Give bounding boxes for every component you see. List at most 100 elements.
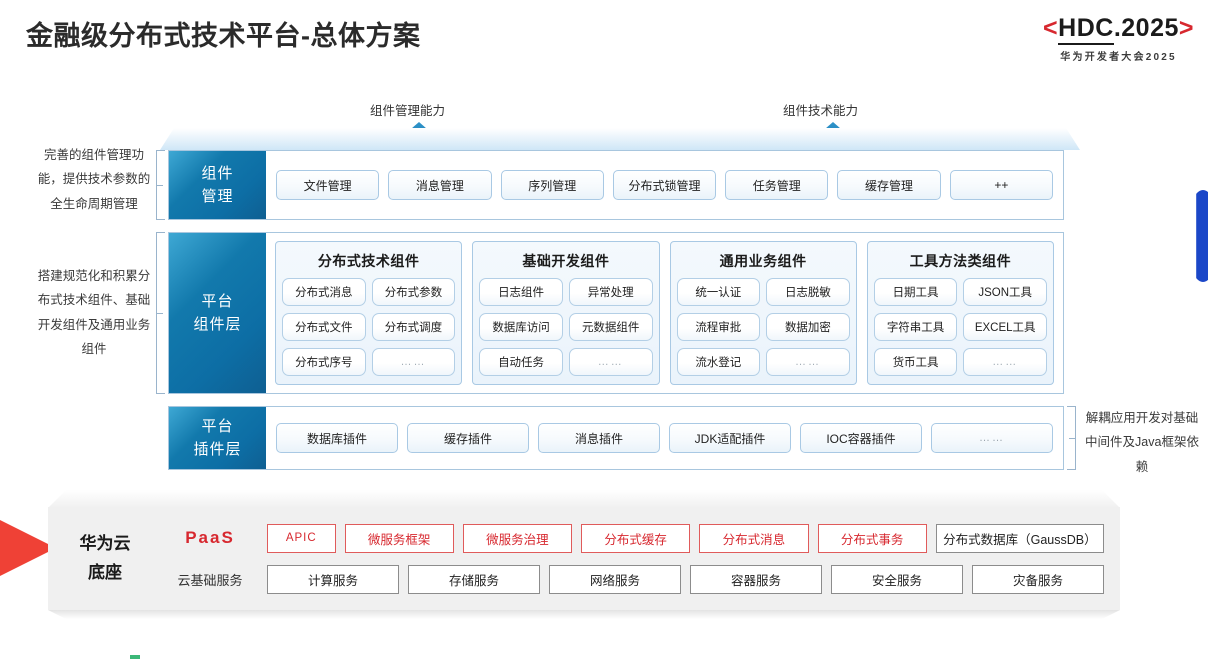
paas-row-label: PaaS <box>185 528 235 547</box>
pill-container-service[interactable]: 容器服务 <box>690 564 822 594</box>
cell-distributed-sequence[interactable]: 分布式序号 <box>282 348 366 376</box>
cell-more[interactable]: …… <box>963 348 1047 376</box>
chip-sequence-management[interactable]: 序列管理 <box>500 170 604 200</box>
cell-metadata-component[interactable]: 元数据组件 <box>568 313 653 341</box>
chip-message-plugin[interactable]: 消息插件 <box>538 423 660 453</box>
pill-security-service[interactable]: 安全服务 <box>831 564 963 594</box>
layer-body-platform-component: 分布式技术组件 分布式消息 分布式参数 分布式文件 分布式调度 分布式序号 ……… <box>266 233 1063 393</box>
layer-body-component-management: 文件管理 消息管理 序列管理 分布式锁管理 任务管理 缓存管理 ++ <box>266 151 1063 219</box>
layer-label-line1: 平台 <box>201 292 234 310</box>
cell-date-tool[interactable]: 日期工具 <box>873 278 958 306</box>
pill-storage-service[interactable]: 存储服务 <box>408 564 540 594</box>
paas-top-surface <box>48 490 1120 508</box>
group-distributed-tech-components: 分布式技术组件 分布式消息 分布式参数 分布式文件 分布式调度 分布式序号 …… <box>275 241 463 385</box>
cell-process-approval[interactable]: 流程审批 <box>676 313 761 341</box>
logo-year-text: .2025 <box>1113 14 1179 42</box>
hdc-logo-main: <HDC.2025> <box>1043 14 1194 45</box>
chip-cache-management[interactable]: 缓存管理 <box>837 170 941 200</box>
chip-message-management[interactable]: 消息管理 <box>388 170 492 200</box>
cell-log-desensitization[interactable]: 日志脱敏 <box>766 278 850 306</box>
chip-task-management[interactable]: 任务管理 <box>725 170 829 200</box>
chip-file-management[interactable]: 文件管理 <box>276 170 380 200</box>
page-title: 金融级分布式技术平台-总体方案 <box>26 21 421 51</box>
chip-distributed-lock-management[interactable]: 分布式锁管理 <box>612 170 717 200</box>
chip-cache-plugin[interactable]: 缓存插件 <box>407 423 529 453</box>
arrow-label-component-management: 组件管理能力 <box>370 104 446 118</box>
group-grid: 日期工具 JSON工具 字符串工具 EXCEL工具 货币工具 …… <box>873 278 1047 378</box>
side-note-right-bottom: 解耦应用开发对基础中间件及Java框架依赖 <box>1085 411 1199 474</box>
hdc-logo: <HDC.2025> 华为开发者大会2025 <box>1043 14 1194 63</box>
pill-apic[interactable]: APIC <box>267 523 336 553</box>
chip-database-plugin[interactable]: 数据库插件 <box>276 423 398 453</box>
chip-more[interactable]: ++ <box>949 170 1053 200</box>
paas-platform: 华为云 底座 PaaS APIC 微服务框架 微服务治理 分布式缓存 分布式消息… <box>48 507 1120 610</box>
layer-platform-component: 平台 组件层 分布式技术组件 分布式消息 分布式参数 分布式文件 分布式调度 分… <box>168 232 1064 394</box>
layer-body-platform-plugin: 数据库插件 缓存插件 消息插件 JDK适配插件 IOC容器插件 …… <box>266 407 1063 469</box>
side-note-left-top: 完善的组件管理功能，提供技术参数的全生命周期管理 <box>37 148 151 211</box>
pill-microservice-framework[interactable]: 微服务框架 <box>344 523 454 553</box>
cell-distributed-message[interactable]: 分布式消息 <box>282 278 366 306</box>
cell-distributed-file[interactable]: 分布式文件 <box>282 313 366 341</box>
cell-auto-task[interactable]: 自动任务 <box>479 348 563 376</box>
cell-more[interactable]: …… <box>568 348 653 376</box>
cell-currency-tool[interactable]: 货币工具 <box>873 348 958 376</box>
paas-rows: PaaS APIC 微服务框架 微服务治理 分布式缓存 分布式消息 分布式事务 … <box>162 523 1120 595</box>
logo-bracket-left-icon: < <box>1043 14 1059 42</box>
cell-data-encryption[interactable]: 数据加密 <box>766 313 850 341</box>
group-grid: 日志组件 异常处理 数据库访问 元数据组件 自动任务 …… <box>479 278 653 378</box>
paas-bottom-shadow <box>48 610 1120 619</box>
cell-distributed-parameter[interactable]: 分布式参数 <box>371 278 456 306</box>
layer-platform-plugin: 平台 插件层 数据库插件 缓存插件 消息插件 JDK适配插件 IOC容器插件 …… <box>168 406 1064 470</box>
cell-json-tool[interactable]: JSON工具 <box>963 278 1047 306</box>
paas-brand-line2: 底座 <box>88 562 122 582</box>
pill-disaster-recovery-service[interactable]: 灾备服务 <box>972 564 1104 594</box>
cell-transaction-record[interactable]: 流水登记 <box>676 348 761 376</box>
paas-row-label: 云基础服务 <box>177 572 243 588</box>
layer-label-line2: 组件层 <box>193 316 242 333</box>
bracket-left-mid <box>156 232 165 394</box>
chip-ioc-container-plugin[interactable]: IOC容器插件 <box>800 423 922 453</box>
pill-compute-service[interactable]: 计算服务 <box>267 564 399 594</box>
layer-label-line1: 平台 <box>201 417 234 435</box>
layer-component-management: 组件 管理 文件管理 消息管理 序列管理 分布式锁管理 任务管理 缓存管理 ++ <box>168 150 1064 220</box>
cell-string-tool[interactable]: 字符串工具 <box>873 313 958 341</box>
cell-exception-handling[interactable]: 异常处理 <box>568 278 653 306</box>
pill-network-service[interactable]: 网络服务 <box>549 564 681 594</box>
pill-distributed-cache[interactable]: 分布式缓存 <box>581 523 691 553</box>
pill-distributed-transaction[interactable]: 分布式事务 <box>817 523 927 553</box>
group-tool-method-components: 工具方法类组件 日期工具 JSON工具 字符串工具 EXCEL工具 货币工具 …… <box>866 241 1054 385</box>
group-common-business-components: 通用业务组件 统一认证 日志脱敏 流程审批 数据加密 流水登记 …… <box>669 241 857 385</box>
stack-top-surface <box>160 128 1080 150</box>
bracket-left-top <box>156 150 165 220</box>
group-title: 工具方法类组件 <box>909 253 1012 269</box>
cell-log-component[interactable]: 日志组件 <box>479 278 563 306</box>
cell-unified-auth[interactable]: 统一认证 <box>676 278 761 306</box>
layer-label-line2: 插件层 <box>193 441 242 458</box>
hdc-logo-subtitle: 华为开发者大会2025 <box>1060 52 1177 63</box>
group-basic-dev-components: 基础开发组件 日志组件 异常处理 数据库访问 元数据组件 自动任务 …… <box>472 241 660 385</box>
pill-microservice-governance[interactable]: 微服务治理 <box>462 523 572 553</box>
pill-distributed-message[interactable]: 分布式消息 <box>699 523 809 553</box>
group-grid: 分布式消息 分布式参数 分布式文件 分布式调度 分布式序号 …… <box>282 278 456 378</box>
paas-row-services: PaaS APIC 微服务框架 微服务治理 分布式缓存 分布式消息 分布式事务 … <box>162 523 1104 554</box>
layer-label-platform-component: 平台 组件层 <box>169 233 266 393</box>
paas-brand: 华为云 底座 <box>48 530 162 588</box>
group-title: 分布式技术组件 <box>317 253 420 269</box>
side-note-left-mid: 搭建规范化和积累分布式技术组件、基础开发组件及通用业务组件 <box>37 269 151 357</box>
cell-database-access[interactable]: 数据库访问 <box>479 313 563 341</box>
chip-more[interactable]: …… <box>931 423 1053 453</box>
cell-excel-tool[interactable]: EXCEL工具 <box>963 313 1047 341</box>
layer-label-line2: 管理 <box>201 188 234 205</box>
paas-row-cloud-base: 云基础服务 计算服务 存储服务 网络服务 容器服务 安全服务 灾备服务 <box>162 564 1104 595</box>
cell-distributed-schedule[interactable]: 分布式调度 <box>371 313 456 341</box>
layer-label-platform-plugin: 平台 插件层 <box>169 407 266 469</box>
cell-more[interactable]: …… <box>371 348 456 376</box>
group-grid: 统一认证 日志脱敏 流程审批 数据加密 流水登记 …… <box>676 278 850 378</box>
logo-hdc-text: HDC <box>1058 14 1114 45</box>
chip-jdk-adapter-plugin[interactable]: JDK适配插件 <box>669 423 791 453</box>
arrow-label-component-technology: 组件技术能力 <box>783 104 859 118</box>
cell-more[interactable]: …… <box>766 348 850 376</box>
layer-label-component-management: 组件 管理 <box>169 151 266 219</box>
bracket-right-plugin <box>1067 406 1076 470</box>
pill-distributed-database-gaussdb[interactable]: 分布式数据库（GaussDB） <box>935 523 1104 553</box>
